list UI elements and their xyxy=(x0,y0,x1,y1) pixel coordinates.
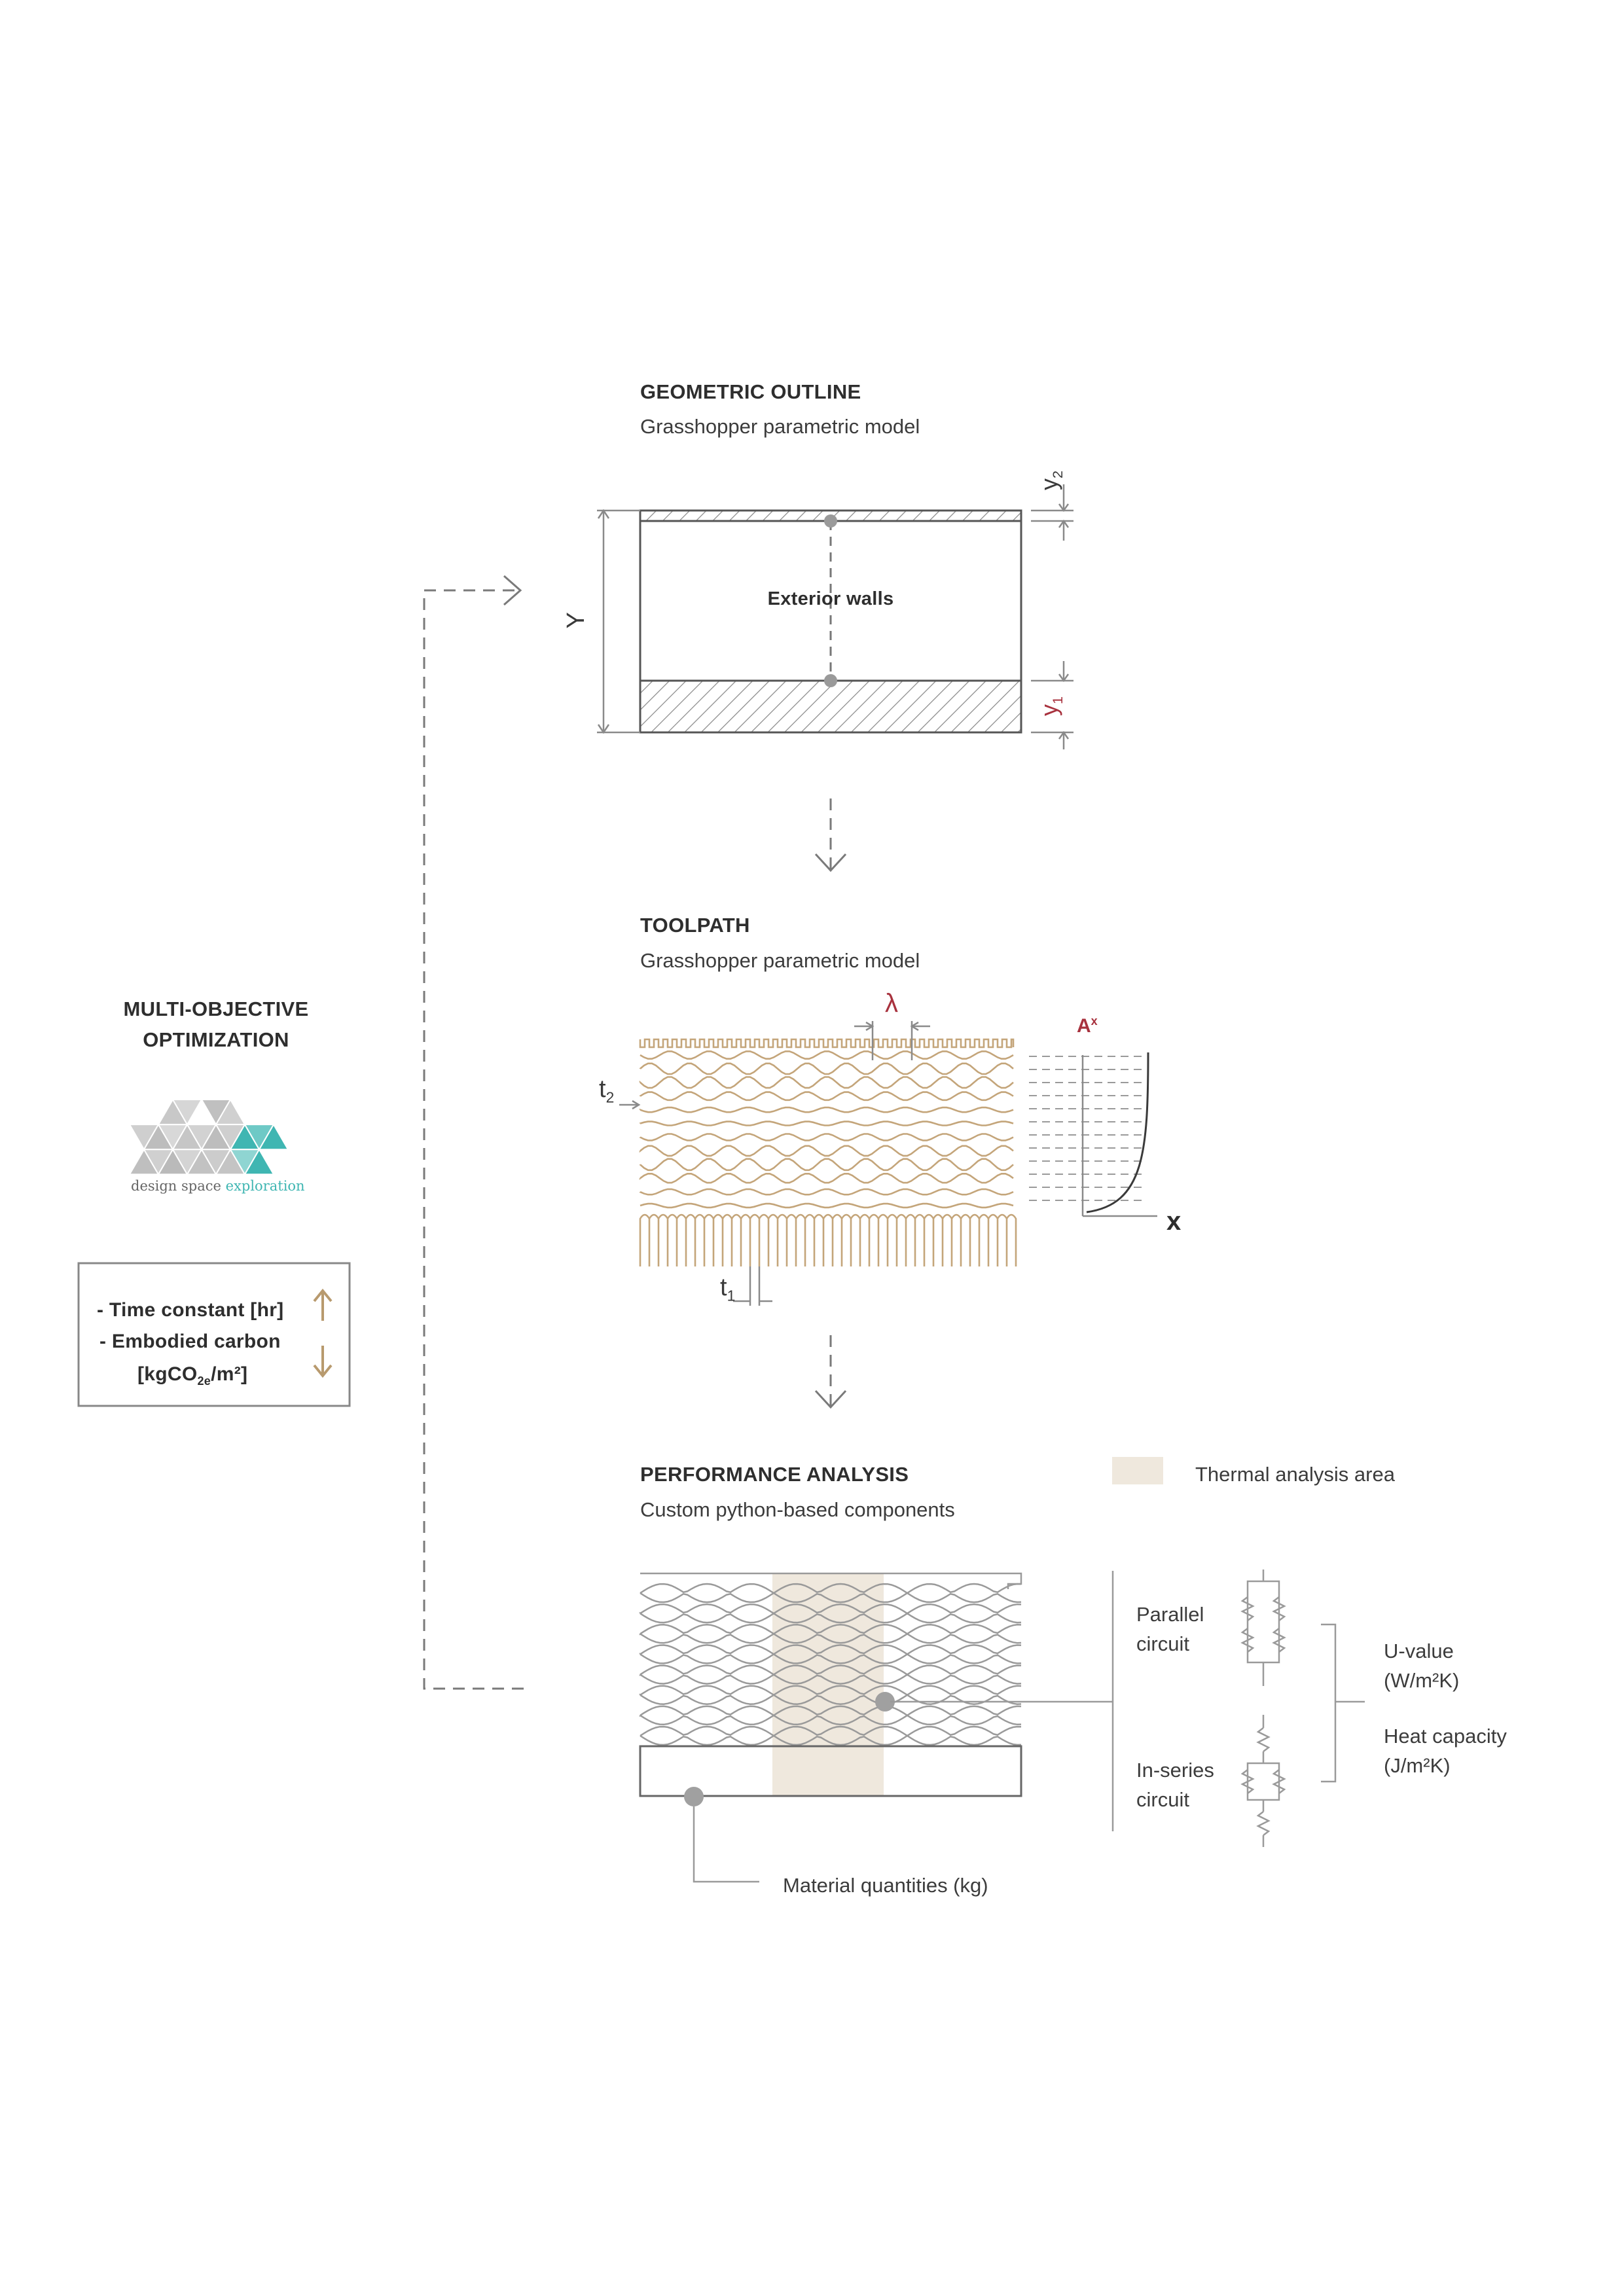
toolpath-wave-row xyxy=(639,1173,1014,1184)
uvalue-label-1: U-value xyxy=(1384,1640,1454,1662)
logo-text: design space exploration xyxy=(131,1178,305,1194)
parallel-label-2: circuit xyxy=(1136,1632,1189,1655)
flow-arrow-2 xyxy=(814,1335,847,1409)
toolpath-wave-row xyxy=(640,1202,1014,1209)
amplitude-curve xyxy=(1086,1052,1149,1213)
optimization-title-2: OPTIMIZATION xyxy=(143,1028,289,1051)
objective-2-down-arrow xyxy=(313,1346,333,1378)
wavelength-dimension xyxy=(854,1021,930,1060)
bottom-wall-hatch xyxy=(639,679,1022,734)
toolpath-wave-row xyxy=(639,1091,1014,1102)
objective-2-unit: [kgCO2e/m²] xyxy=(137,1363,248,1388)
perf-wave-row xyxy=(640,1734,1022,1746)
dimension-y2 xyxy=(1031,484,1074,541)
connectors xyxy=(693,1571,1365,1883)
dimension-y1 xyxy=(1031,661,1074,749)
toolpath-wave-row xyxy=(639,1062,1014,1075)
perf-wave-row xyxy=(639,1674,1022,1685)
wall-outline-drawing xyxy=(639,509,1022,734)
toolpath-wave-row xyxy=(639,1145,1014,1157)
dimension-Y xyxy=(597,509,640,734)
objective-1-text: - Time constant [hr] xyxy=(97,1299,284,1321)
series-label-1: In-series xyxy=(1136,1759,1214,1782)
parallel-circuit-icon xyxy=(1240,1570,1286,1686)
amplitude-graph xyxy=(1029,1052,1157,1217)
exterior-walls-label: Exterior walls xyxy=(767,588,894,609)
flow-arrow-1 xyxy=(814,798,847,872)
toolpath-bottom-comb xyxy=(639,1213,1017,1266)
toolpath-wave-row xyxy=(639,1158,1014,1172)
feedback-arrow-head xyxy=(503,575,522,606)
performance-title: PERFORMANCE ANALYSIS xyxy=(640,1463,909,1486)
thermal-node xyxy=(875,1692,895,1712)
uvalue-label-2: (W/m²K) xyxy=(1384,1669,1460,1692)
performance-wall-drawing xyxy=(639,1572,1022,1806)
perf-wave-row xyxy=(639,1644,1022,1655)
material-node xyxy=(684,1787,704,1806)
heatcap-label-1: Heat capacity xyxy=(1384,1725,1507,1748)
wavelength-label: λ xyxy=(885,989,898,1018)
top-node xyxy=(824,514,837,528)
optimization-title-1: MULTI-OBJECTIVE xyxy=(123,997,309,1020)
objectives-box xyxy=(77,1262,351,1407)
perf-wave-row xyxy=(639,1603,1022,1615)
objective-1-up-arrow xyxy=(313,1288,333,1321)
thermal-analysis-band xyxy=(772,1573,884,1796)
t2-dimension xyxy=(619,1100,641,1110)
series-label-2: circuit xyxy=(1136,1788,1189,1811)
toolpath-wave-row xyxy=(639,1106,1014,1113)
toolpath-wave-row xyxy=(639,1076,1014,1089)
design-space-exploration-logo xyxy=(128,1098,289,1176)
bottom-node xyxy=(824,674,837,687)
perf-wave-row xyxy=(639,1685,1022,1696)
perf-wave-row xyxy=(639,1664,1022,1676)
geometric-outline-subtitle: Grasshopper parametric model xyxy=(640,415,920,438)
axis-x-label: x xyxy=(1166,1207,1182,1236)
parallel-label-1: Parallel xyxy=(1136,1603,1204,1626)
toolpath-title: TOOLPATH xyxy=(640,914,750,937)
perf-wave-row xyxy=(639,1624,1022,1636)
t1-label: t1 xyxy=(720,1274,736,1304)
toolpath-top-edge xyxy=(639,1038,1015,1049)
perf-wave-row xyxy=(639,1714,1022,1726)
toolpath-wave-row xyxy=(639,1133,1014,1141)
dim-y2-label: y2 xyxy=(1035,471,1066,491)
toolpath-wave-row xyxy=(639,1121,1014,1126)
optimization-feedback-loop xyxy=(423,589,524,1690)
perf-wave-row xyxy=(639,1693,1022,1705)
heatcap-label-2: (J/m²K) xyxy=(1384,1754,1451,1777)
perf-wave-row xyxy=(639,1653,1022,1664)
perf-wave-row xyxy=(639,1705,1022,1717)
perf-wave-row xyxy=(640,1725,1022,1737)
perf-wave-row xyxy=(640,1583,1022,1594)
toolpath-wave-row xyxy=(639,1188,1014,1196)
logo-triangle xyxy=(244,1148,275,1175)
t1-dimension xyxy=(733,1266,772,1306)
perf-base-layer xyxy=(639,1745,1022,1797)
objective-2-text: - Embodied carbon xyxy=(99,1331,281,1352)
t2-label: t2 xyxy=(599,1075,615,1106)
logo-triangle xyxy=(171,1099,203,1126)
dim-y1-label: y1 xyxy=(1035,696,1066,717)
amplitude-label: Ax xyxy=(1077,1014,1098,1037)
thermal-area-legend-swatch xyxy=(1112,1457,1163,1484)
thermal-legend-label: Thermal analysis area xyxy=(1195,1463,1395,1486)
perf-wave-row xyxy=(639,1632,1022,1644)
series-circuit-icon xyxy=(1240,1715,1286,1847)
material-quantities-label: Material quantities (kg) xyxy=(783,1874,988,1897)
toolpath-wave-row xyxy=(640,1050,1014,1060)
perf-wave-row xyxy=(640,1592,1022,1604)
perf-wave-row xyxy=(639,1611,1022,1624)
geometric-outline-title: GEOMETRIC OUTLINE xyxy=(640,380,861,403)
dim-Y-label: Y xyxy=(562,612,590,629)
toolpath-subtitle: Grasshopper parametric model xyxy=(640,949,920,972)
toolpath-drawing xyxy=(639,1038,1017,1266)
logo-triangle xyxy=(258,1123,289,1151)
performance-subtitle: Custom python-based components xyxy=(640,1498,955,1521)
